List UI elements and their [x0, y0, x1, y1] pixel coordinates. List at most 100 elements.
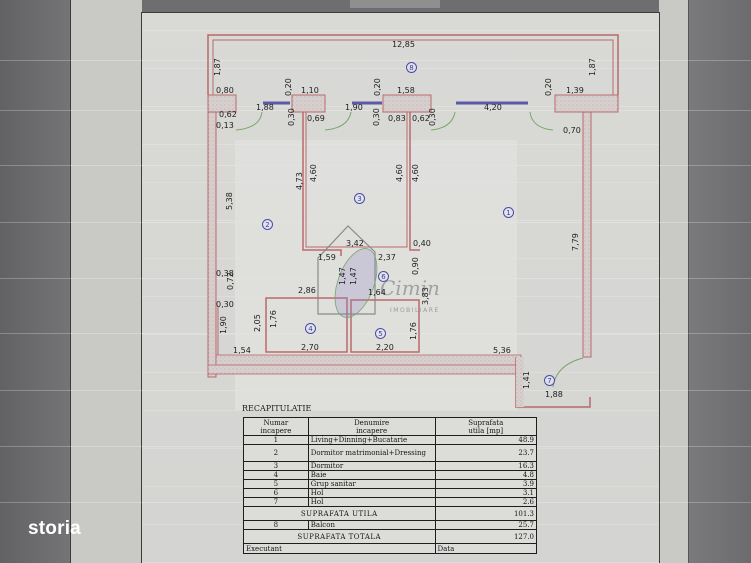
dim-left-balcony: 1,87 [213, 58, 222, 76]
total-label: SUPRAFATA TOTALA [243, 529, 436, 544]
cell-area: 3.1 [434, 488, 538, 498]
cell-name: Dormitor matrimonial+Dressing [307, 444, 436, 462]
dim-bath-h: 2,05 [253, 314, 262, 332]
cell-area: 25.7 [434, 520, 538, 530]
dim-top-overall: 12,85 [392, 40, 415, 49]
dim-left-low-1: 0,38 [216, 269, 234, 278]
dim-left-low-4: 1,90 [219, 316, 228, 334]
cell-nr: 5 [243, 479, 309, 489]
dim-hall-1: 1,59 [318, 253, 336, 262]
dim-bottom-1: 1,54 [233, 346, 251, 355]
dim-wall-thick-1: 0,20 [284, 78, 293, 96]
dim-bed3-left-h: 4,60 [309, 164, 318, 182]
dim-wall-seg-2: 1,58 [397, 86, 415, 95]
dim-left-low-2: 0,72 [226, 272, 235, 290]
divider-line [659, 12, 660, 563]
dim-hall7-w: 1,88 [545, 390, 563, 399]
cell-name: Hol [307, 488, 436, 498]
dim-right-offset: 0,70 [563, 126, 581, 135]
dim-bed2-h: 4,73 [295, 172, 304, 190]
dim-pier-3: 0,30 [372, 108, 381, 126]
dim-living-left-h: 4,60 [411, 164, 420, 182]
room-label-7: 7 [544, 375, 555, 386]
storia-logo: storia [28, 518, 81, 539]
dim-living-bottom: 5,36 [493, 346, 511, 355]
dim-hall-6: 1,64 [368, 288, 386, 297]
dim-hall-5: 1,47 [349, 267, 358, 285]
room-label-8: 8 [406, 62, 417, 73]
cell-nr: 6 [243, 488, 309, 498]
top-tab [350, 0, 440, 8]
cell-nr: 7 [243, 497, 309, 507]
dim-door-offset: 0,13 [216, 121, 234, 130]
dim-hall-2: 2,37 [378, 253, 396, 262]
dim-pier-1: 0,30 [287, 108, 296, 126]
divider-line [70, 0, 71, 563]
subtotal-label: SUPRAFATA UTILA [243, 506, 436, 521]
executant-label: Executant [243, 543, 436, 554]
cell-name: Living+Dinning+Bucatarie [307, 435, 436, 445]
dim-living-pier: 0,40 [413, 239, 431, 248]
watermark-logo: Cimin [380, 276, 440, 300]
total-value: 127.0 [434, 529, 538, 544]
subtotal-value: 101.3 [434, 506, 538, 521]
divider-line [141, 12, 142, 563]
dim-hall-7: 3,83 [421, 287, 430, 305]
cell-name: Hol [307, 497, 436, 507]
dim-right-balcony: 1,87 [588, 58, 597, 76]
dim-window-3: 4,20 [484, 103, 502, 112]
dim-wall-left-top: 0,80 [216, 86, 234, 95]
dim-hall-8: 2,86 [298, 286, 316, 295]
cell-area: 23.7 [434, 444, 538, 462]
room-label-3: 3 [354, 193, 365, 204]
dim-bed3-right-h: 4,60 [395, 164, 404, 182]
dim-right-wall: 7,79 [571, 233, 580, 251]
dim-hall7-h: 1,41 [522, 371, 531, 389]
cell-name: Grup sanitar [307, 479, 436, 489]
dim-door-1: 0,62 [219, 110, 237, 119]
room-label-1: 1 [503, 207, 514, 218]
cell-nr: 4 [243, 470, 309, 480]
date-label: Data [434, 543, 538, 554]
dim-left-low-3: 0,30 [216, 300, 234, 309]
scan-line [0, 60, 751, 61]
divider-line [688, 0, 689, 563]
cell-name: Baie [307, 470, 436, 480]
dim-left-wall: 5,38 [225, 192, 234, 210]
dim-pier-2: 0,69 [307, 114, 325, 123]
page-margin-right [659, 0, 688, 563]
dim-wall-seg-right: 1,39 [566, 86, 584, 95]
dim-wall-seg-1: 1,10 [301, 86, 319, 95]
cell-area: 4.8 [434, 470, 538, 480]
cell-nr: 1 [243, 435, 309, 445]
background-right [688, 0, 751, 563]
dim-wc-w: 2,20 [376, 343, 394, 352]
page-margin-left [70, 0, 142, 563]
room-label-6: 6 [378, 271, 389, 282]
dim-pier-4: 0,83 [388, 114, 406, 123]
scan-line [0, 110, 751, 111]
dim-hall-3: 0,90 [411, 257, 420, 275]
cell-nr: 8 [243, 520, 309, 530]
cell-area: 16.3 [434, 461, 538, 471]
dim-wall-thick-2: 0,20 [373, 78, 382, 96]
room-label-5: 5 [375, 328, 386, 339]
cell-name: Balcon [307, 520, 436, 530]
dim-wc-h: 1,76 [409, 322, 418, 340]
dim-bath-w: 2,70 [301, 343, 319, 352]
